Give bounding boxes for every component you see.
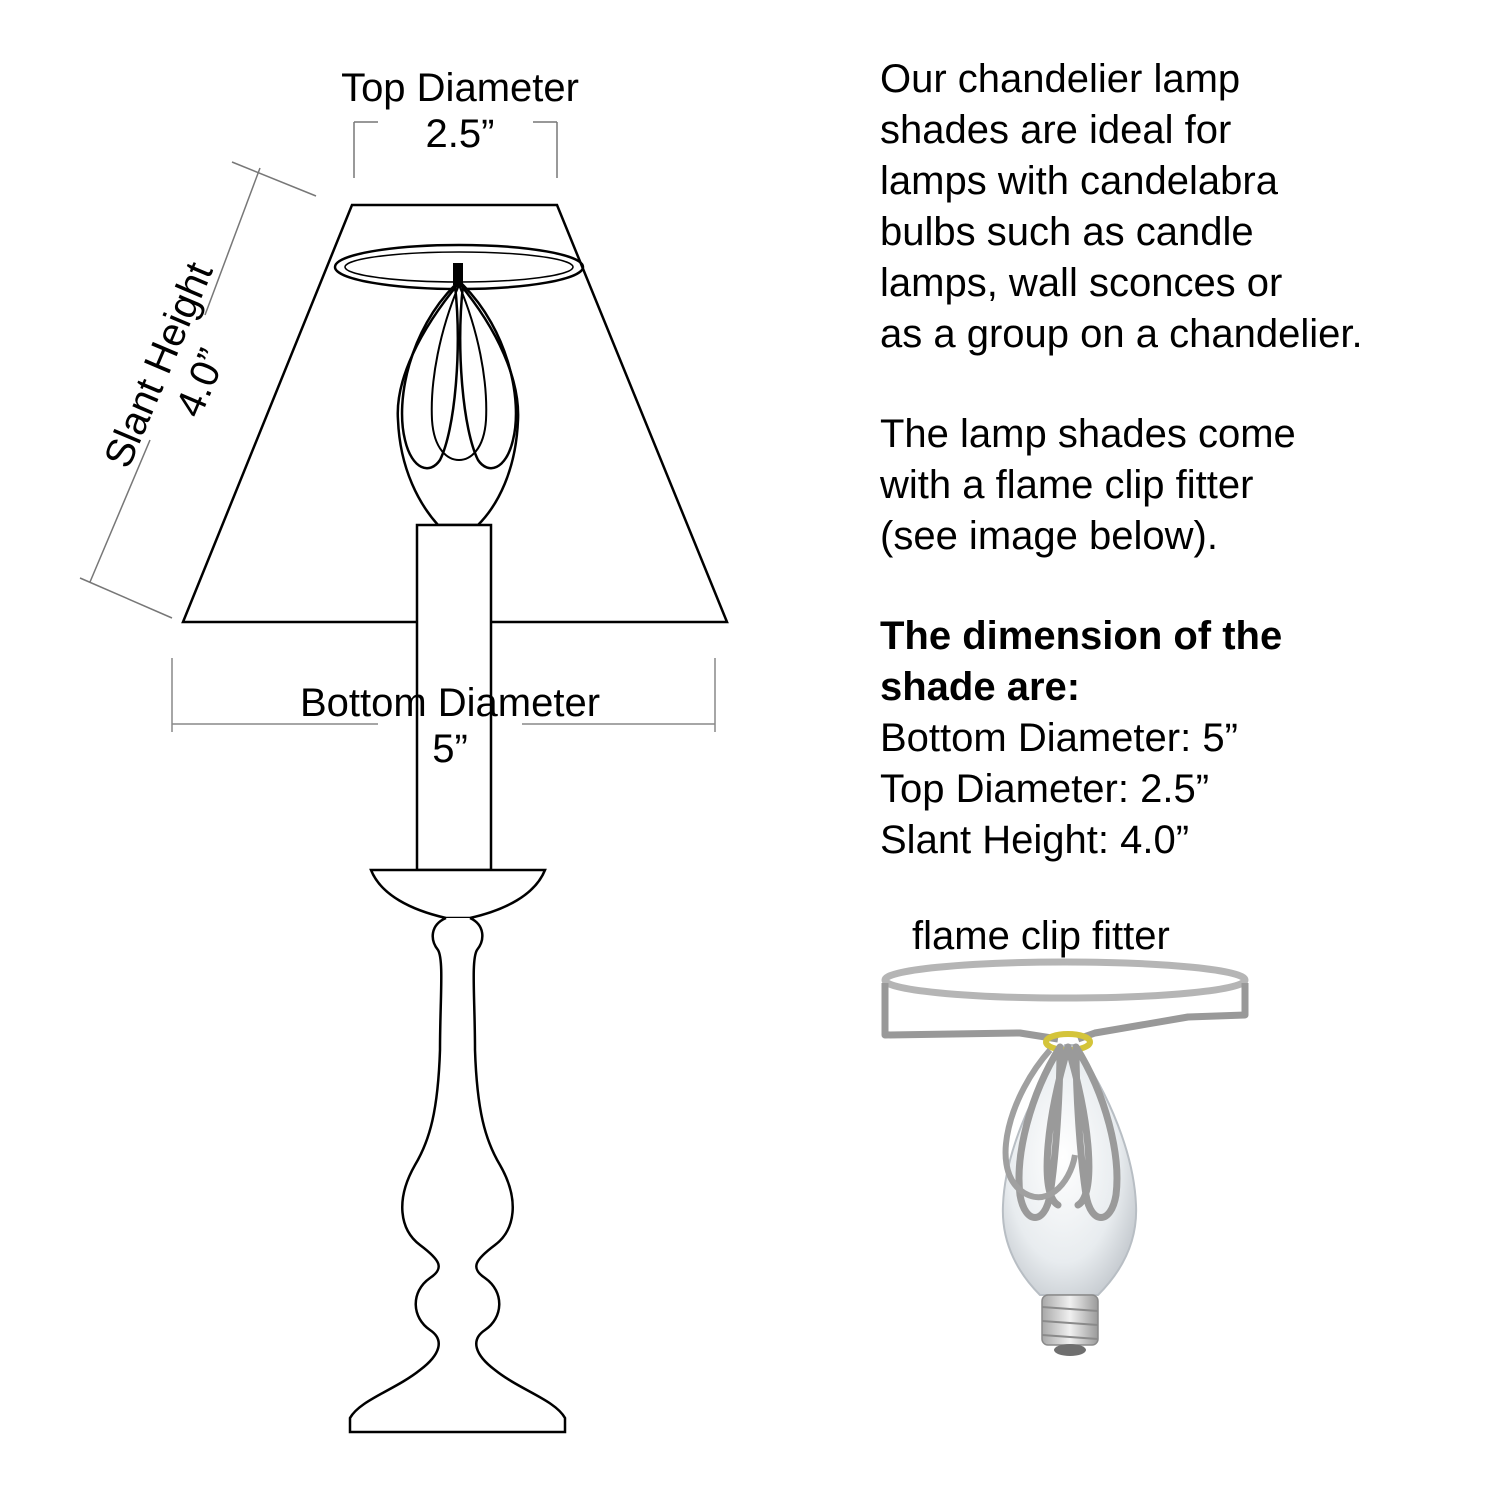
bottom-diameter-label: Bottom Diameter 5” — [299, 681, 601, 771]
dimension-item: Bottom Diameter: 5” — [880, 716, 1238, 760]
slant-height-bracket — [79, 161, 317, 619]
intro-line: lamps, wall sconces or — [880, 261, 1283, 305]
flame-clip-fitter-image — [881, 958, 1249, 1356]
intro-line: lamps with candelabra — [880, 159, 1278, 203]
flame-clip-loops — [400, 282, 459, 470]
dimension-heading: The dimension of the — [880, 614, 1283, 658]
top-diameter-label: Top Diameter 2.5” — [341, 66, 579, 156]
intro-line: Our chandelier lamp — [880, 57, 1241, 101]
dimensions-block: The dimension of the shade are: Bottom D… — [880, 611, 1282, 866]
fitter-arms — [881, 983, 1249, 1043]
top-diameter-bracket — [353, 121, 558, 178]
intro-line: as a group on a chandelier. — [880, 312, 1363, 356]
dimension-item: Slant Height: 4.0” — [880, 818, 1190, 862]
fitter-line: (see image below). — [880, 514, 1218, 558]
intro-paragraph: Our chandelier lamp shades are ideal for… — [880, 54, 1363, 360]
fitter-line: The lamp shades come — [880, 412, 1296, 456]
dimension-heading: shade are: — [880, 665, 1081, 709]
candle-sleeve — [415, 523, 493, 872]
bulb-screw-base — [1041, 1294, 1099, 1356]
fitter-paragraph: The lamp shades come with a flame clip f… — [880, 409, 1296, 562]
fitter-line: with a flame clip fitter — [880, 463, 1254, 507]
bottom-diameter-bracket — [171, 658, 716, 732]
fitter-clip-loops — [1015, 1043, 1121, 1221]
candlestick-body — [348, 916, 567, 1434]
dimension-item: Top Diameter: 2.5” — [880, 767, 1210, 811]
intro-line: shades are ideal for — [880, 108, 1232, 152]
fitter-caption: flame clip fitter — [912, 914, 1170, 958]
fitter-top-ring — [881, 958, 1249, 1002]
lamp-shade — [181, 203, 729, 624]
intro-line: bulbs such as candle — [880, 210, 1254, 254]
candlestick-cup — [369, 868, 547, 920]
